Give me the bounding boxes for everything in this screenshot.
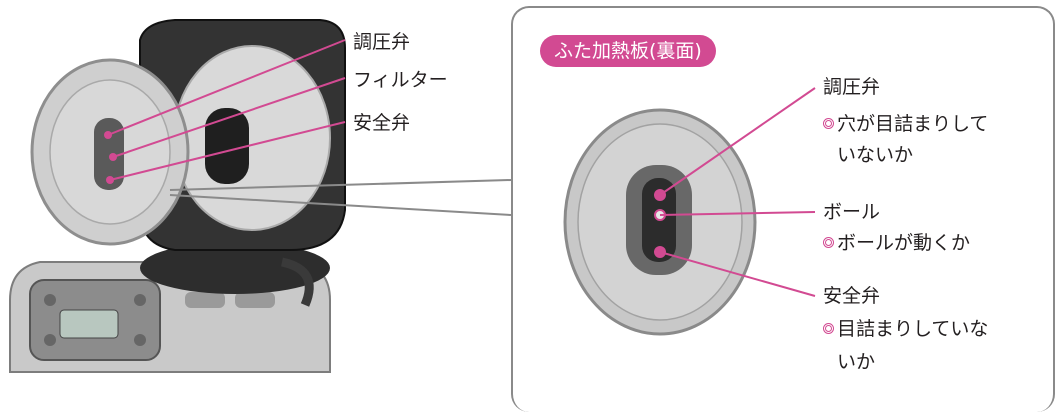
label-filter: フィルター [353,69,448,91]
panel-safety-valve-label: 安全弁 [823,285,881,307]
panel-safety-valve-note: 目詰まりしていな [823,317,988,341]
panel-ball-note: ボールが動くか [823,231,970,255]
panel-ball-label: ボール [823,201,881,223]
label-pressure-valve: 調圧弁 [353,31,411,53]
panel-pressure-valve-note-cont: いないか [837,144,914,166]
check-bullet-icon [823,118,834,129]
check-bullet-icon [823,237,834,248]
check-bullet-icon [823,323,834,334]
panel-title-badge: ふた加熱板(裏面) [540,35,716,67]
panel-pressure-valve-label: 調圧弁 [823,76,881,98]
label-safety-valve: 安全弁 [353,112,411,134]
detail-panel [511,6,1055,412]
panel-pressure-valve-note: 穴が目詰まりして [823,112,988,136]
panel-safety-valve-note-cont: いか [837,351,876,373]
